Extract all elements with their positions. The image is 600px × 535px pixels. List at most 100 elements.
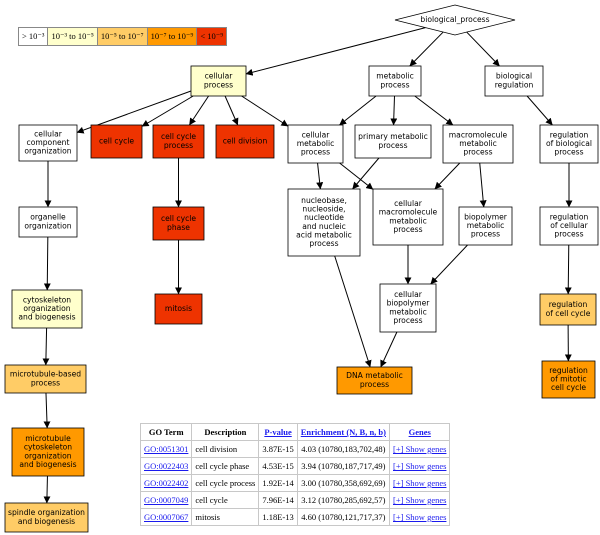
edge-arrow (430, 244, 468, 285)
legend-item: 10⁻⁷ to 10⁻⁹ (147, 28, 198, 45)
edge-arrow (414, 95, 454, 126)
go-node-cell-division[interactable]: cell division (215, 124, 275, 159)
node-box (539, 124, 599, 164)
node-label: process (380, 80, 409, 89)
header-pvalue[interactable]: P-value (258, 423, 298, 441)
node-label: and biogenesis (19, 460, 76, 469)
go-term-link[interactable]: GO:0022402 (144, 478, 189, 488)
go-node-cell-cycle[interactable]: cell cycle (90, 124, 143, 159)
go-node-mitosis[interactable]: mitosis (154, 293, 203, 325)
genes-cell[interactable]: [+] Show genes (388, 457, 451, 475)
node-label: and biogenesis (18, 517, 75, 526)
node-label: cytoskeleton (24, 443, 72, 452)
show-genes-link[interactable]: [+] Show genes (393, 461, 447, 471)
node-label: process (309, 239, 338, 248)
edge-arrow (334, 255, 372, 368)
genes-cell[interactable]: [+] Show genes (388, 474, 451, 492)
genes-cell[interactable]: [+] Show genes (388, 491, 451, 509)
edge-arrow (352, 157, 380, 190)
table-header-row: GO Term Description P-value Enrichment (… (139, 423, 451, 441)
show-genes-link[interactable]: [+] Show genes (393, 512, 447, 522)
go-term-link[interactable]: GO:0007049 (144, 495, 189, 505)
header-genes[interactable]: Genes (388, 423, 451, 441)
go-term-cell[interactable]: GO:0007049 (139, 491, 193, 509)
node-label: cellular (394, 290, 423, 299)
pvalue-cell: 7.96E-14 (258, 491, 298, 509)
node-label: acid metabolic (296, 230, 352, 239)
go-term-cell[interactable]: GO:0051301 (139, 440, 193, 458)
genes-cell[interactable]: [+] Show genes (388, 508, 451, 526)
node-label: process (31, 378, 60, 387)
show-genes-link[interactable]: [+] Show genes (393, 444, 447, 454)
node-label: process (463, 148, 492, 157)
table-row: GO:0007049 cell cycle 7.96E-14 3.12 (107… (139, 491, 451, 509)
header-enrichment[interactable]: Enrichment (N, B, n, b) (296, 423, 391, 441)
node-label: cell division (223, 137, 268, 146)
node-label: process (301, 148, 330, 157)
go-term-link[interactable]: GO:0007067 (144, 512, 189, 522)
node-box (190, 65, 247, 97)
show-genes-link[interactable]: [+] Show genes (393, 495, 447, 505)
node-label: organization (24, 147, 71, 156)
edge-arrow (245, 27, 426, 76)
description-cell: mitosis (191, 508, 260, 526)
edge-arrow (339, 162, 374, 190)
node-label: cellular (205, 72, 234, 81)
node-label: process (554, 230, 583, 239)
node-label: nucleoside, (302, 205, 345, 214)
go-term-link[interactable]: GO:0051301 (144, 444, 189, 454)
node-label: cell cycle (161, 214, 196, 223)
go-node-bp[interactable]: biological_process (394, 4, 516, 36)
sort-enrichment-link[interactable]: Enrichment (N, B, n, b) (300, 427, 386, 437)
genes-cell[interactable]: [+] Show genes (388, 440, 451, 458)
node-label: organelle (30, 213, 66, 222)
node-label: biological (496, 72, 532, 81)
table-row: GO:0051301 cell division 3.87E-15 4.03 (… (139, 440, 451, 458)
genes-header-link[interactable]: Genes (408, 427, 431, 437)
go-term-cell[interactable]: GO:0022403 (139, 457, 193, 475)
node-label: organization (24, 221, 71, 230)
edge-arrow (224, 95, 239, 126)
go-term-cell[interactable]: GO:0022402 (139, 474, 193, 492)
node-label: cellular (394, 199, 423, 208)
node-label: biopolymer (464, 212, 508, 221)
node-label: and biogenesis (18, 313, 75, 322)
node-label: cellular (34, 129, 63, 138)
node-label: microtubule (25, 434, 71, 443)
node-label: regulation (495, 80, 534, 89)
description-cell: cell cycle phase (191, 457, 260, 475)
node-box (11, 427, 85, 477)
node-label: phase (167, 223, 190, 232)
sort-pvalue-link[interactable]: P-value (264, 427, 292, 437)
node-box (336, 366, 413, 395)
edge-arrow (390, 95, 398, 126)
edge-arrow (564, 244, 572, 295)
show-genes-link[interactable]: [+] Show genes (393, 478, 447, 488)
go-term-cell[interactable]: GO:0007067 (139, 508, 193, 526)
go-term-link[interactable]: GO:0022403 (144, 461, 189, 471)
description-cell: cell cycle process (191, 474, 260, 492)
